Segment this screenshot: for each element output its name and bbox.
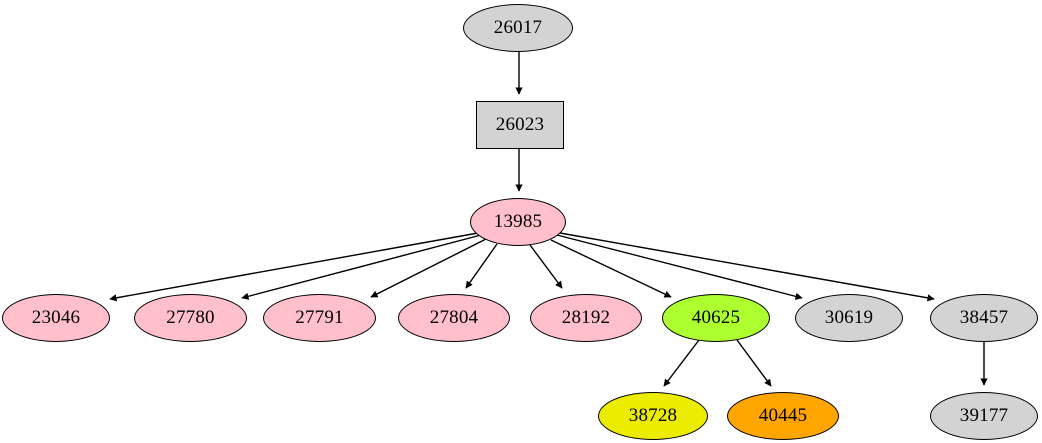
graph-node-26017[interactable]: 26017: [463, 4, 573, 52]
graph-edge: [559, 232, 935, 302]
graph-node-label: 38457: [959, 306, 1009, 328]
graph-node-label: 23046: [31, 306, 81, 328]
graph-node-label: 38728: [628, 404, 678, 426]
graph-node-28192[interactable]: 28192: [530, 294, 642, 342]
graph-node-label: 26023: [495, 113, 545, 135]
graph-node-label: 39177: [959, 404, 1009, 426]
graph-node-label: 13985: [493, 210, 543, 232]
graph-node-label: 40445: [758, 404, 808, 426]
graph-node-40445[interactable]: 40445: [727, 392, 839, 440]
graph-edge: [241, 234, 482, 300]
graph-edge: [109, 232, 479, 302]
graph-edge: [465, 243, 498, 289]
graph-node-27780[interactable]: 27780: [134, 294, 247, 342]
graph-node-label: 27791: [295, 306, 344, 328]
graph-edge: [663, 339, 700, 387]
graph-node-label: 27804: [429, 306, 479, 328]
graph-node-label: 27780: [166, 306, 215, 328]
graph-node-13985[interactable]: 13985: [470, 198, 566, 246]
graph-node-27791[interactable]: 27791: [263, 294, 376, 342]
graph-node-label: 30619: [824, 306, 874, 328]
graph-node-label: 40625: [691, 306, 741, 328]
graph-node-38728[interactable]: 38728: [598, 392, 708, 440]
graph-node-38457[interactable]: 38457: [930, 294, 1038, 342]
graph-node-23046[interactable]: 23046: [2, 294, 110, 342]
graph-node-label: 28192: [561, 306, 611, 328]
graph-node-39177[interactable]: 39177: [930, 392, 1038, 440]
graph-node-label: 26017: [493, 16, 543, 38]
graph-node-40625[interactable]: 40625: [662, 294, 770, 342]
graph-node-27804[interactable]: 27804: [398, 294, 510, 342]
graph-edge: [736, 339, 772, 387]
graph-edge: [529, 244, 563, 289]
graph-edge: [556, 234, 803, 300]
graph-edge: [370, 238, 487, 298]
graph-node-30619[interactable]: 30619: [795, 294, 903, 342]
graph-node-26023[interactable]: 26023: [476, 101, 564, 149]
graph-edge: [550, 239, 672, 298]
